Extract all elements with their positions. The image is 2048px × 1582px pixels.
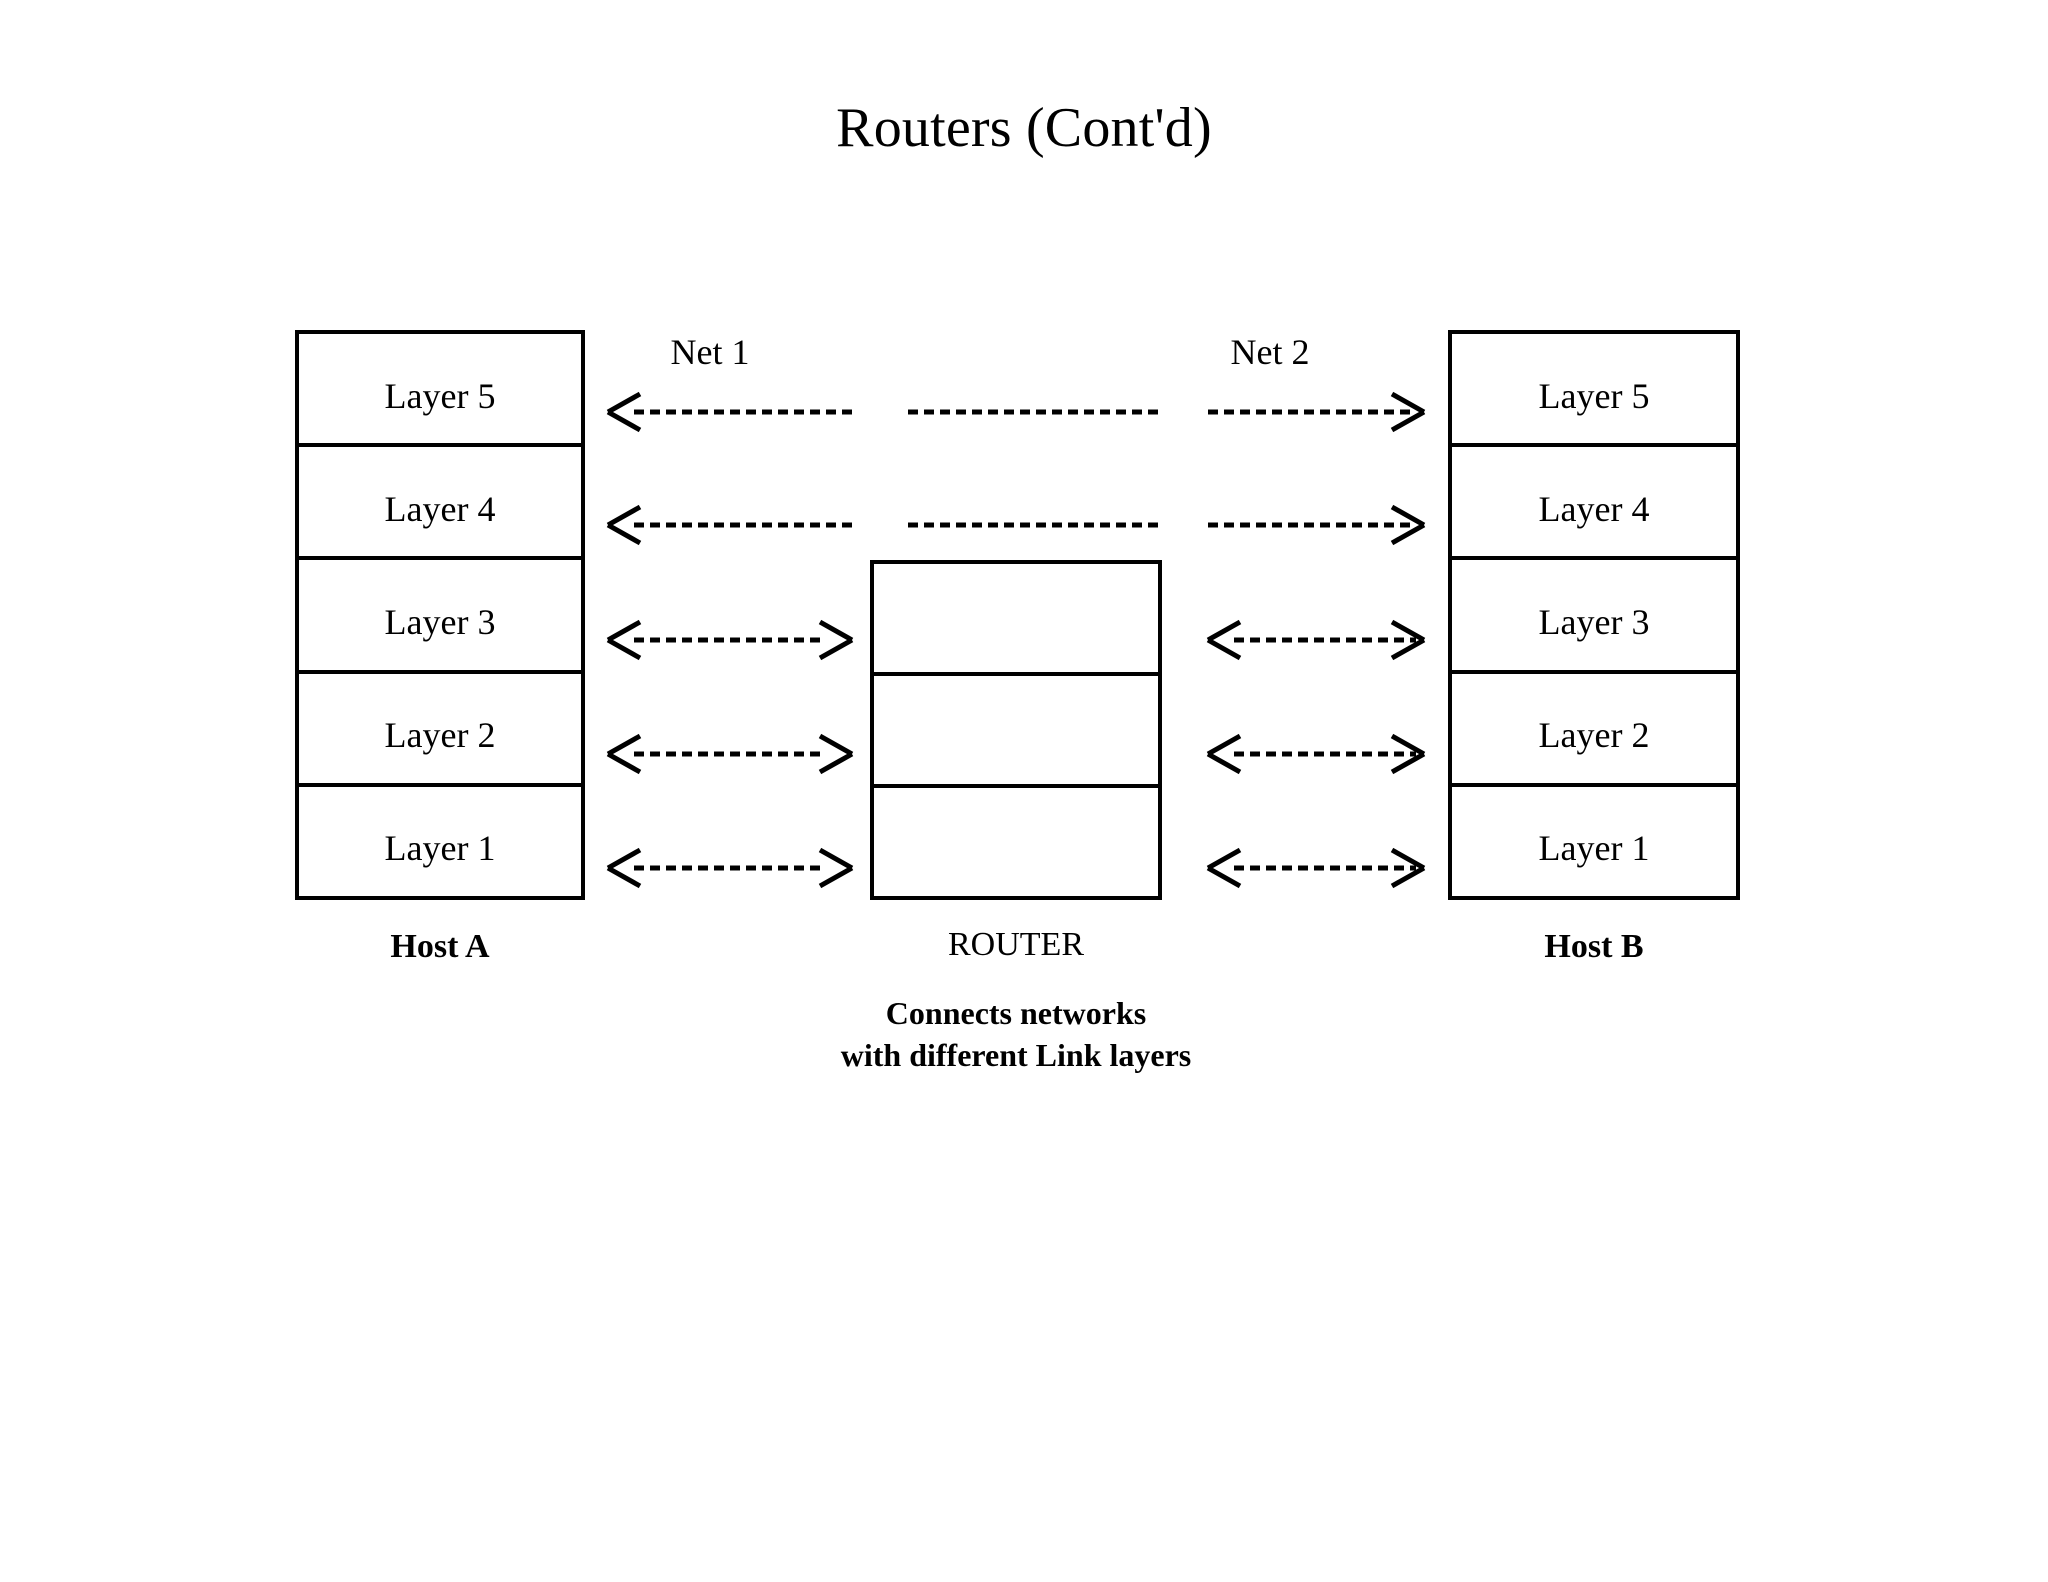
host-b-layer-2-label: Layer 2: [1538, 715, 1650, 756]
arrowhead-right-icon: [1390, 733, 1426, 775]
router-caption: ROUTER: [948, 926, 1084, 963]
host-a-layer-4-cell: Layer 4: [299, 447, 581, 561]
host-a-layer-4-label: Layer 4: [384, 488, 496, 529]
host-b-layer-3-label: Layer 3: [1538, 602, 1650, 642]
router-layer-2-cell: [874, 676, 1158, 788]
arrowhead-right-icon: [818, 733, 854, 775]
arrowhead-right-icon: [818, 847, 854, 889]
arrowhead-right-icon: [1390, 619, 1426, 661]
arrowhead-right-icon: [1390, 847, 1426, 889]
net-1-label: Net 1: [670, 332, 750, 372]
host-a-layer-3-cell: Layer 3: [299, 560, 581, 674]
layer-4-connection: [606, 504, 1426, 546]
host-a-layer-1-cell: Layer 1: [299, 787, 581, 896]
arrowhead-right-icon: [1390, 504, 1426, 546]
arrowhead-left-icon: [606, 733, 642, 775]
host-b-stack: Layer 5 Layer 4 Layer 3 Layer 2 Layer 1: [1448, 330, 1740, 900]
arrowhead-left-icon: [1206, 619, 1242, 661]
router-note-line-1: Connects networks: [885, 995, 1147, 1031]
host-b-layer-5-cell: Layer 5: [1452, 334, 1736, 448]
host-a-layer-5-label: Layer 5: [384, 375, 496, 416]
arrowhead-left-icon: [606, 504, 642, 546]
arrowhead-left-icon: [606, 391, 642, 433]
host-b-layer-4-cell: Layer 4: [1452, 447, 1736, 561]
net-2-label: Net 2: [1230, 332, 1310, 372]
arrowhead-left-icon: [1206, 733, 1242, 775]
host-a-layer-1-label: Layer 1: [384, 828, 496, 869]
layer-5-connection: [606, 391, 1426, 433]
host-a-caption: Host A: [390, 928, 490, 965]
arrowhead-left-icon: [606, 619, 642, 661]
host-a-layer-2-cell: Layer 2: [299, 674, 581, 787]
arrowhead-left-icon: [1206, 847, 1242, 889]
page-title: Routers (Cont'd): [836, 97, 1212, 159]
host-b-caption: Host B: [1544, 928, 1644, 965]
router-note: Connects networks with different Link la…: [656, 992, 1376, 1076]
host-a-layer-5-cell: Layer 5: [299, 334, 581, 448]
host-b-layer-2-cell: Layer 2: [1452, 674, 1736, 787]
host-b-layer-4-label: Layer 4: [1538, 488, 1650, 529]
host-a-layer-2-label: Layer 2: [384, 715, 496, 756]
host-b-layer-5-label: Layer 5: [1538, 375, 1650, 416]
host-b-layer-1-cell: Layer 1: [1452, 787, 1736, 896]
router-layer-1-cell: [874, 788, 1158, 896]
host-a-stack: Layer 5 Layer 4 Layer 3 Layer 2 Layer 1: [295, 330, 585, 900]
host-a-layer-3-label: Layer 3: [384, 602, 496, 642]
host-b-layer-3-cell: Layer 3: [1452, 560, 1736, 674]
arrowhead-right-icon: [1390, 391, 1426, 433]
arrowhead-left-icon: [606, 847, 642, 889]
host-b-layer-1-label: Layer 1: [1538, 828, 1650, 869]
router-layer-3-cell: [874, 564, 1158, 676]
router-stack: [870, 560, 1162, 900]
router-note-line-2: with different Link layers: [840, 1037, 1192, 1074]
arrowhead-right-icon: [818, 619, 854, 661]
